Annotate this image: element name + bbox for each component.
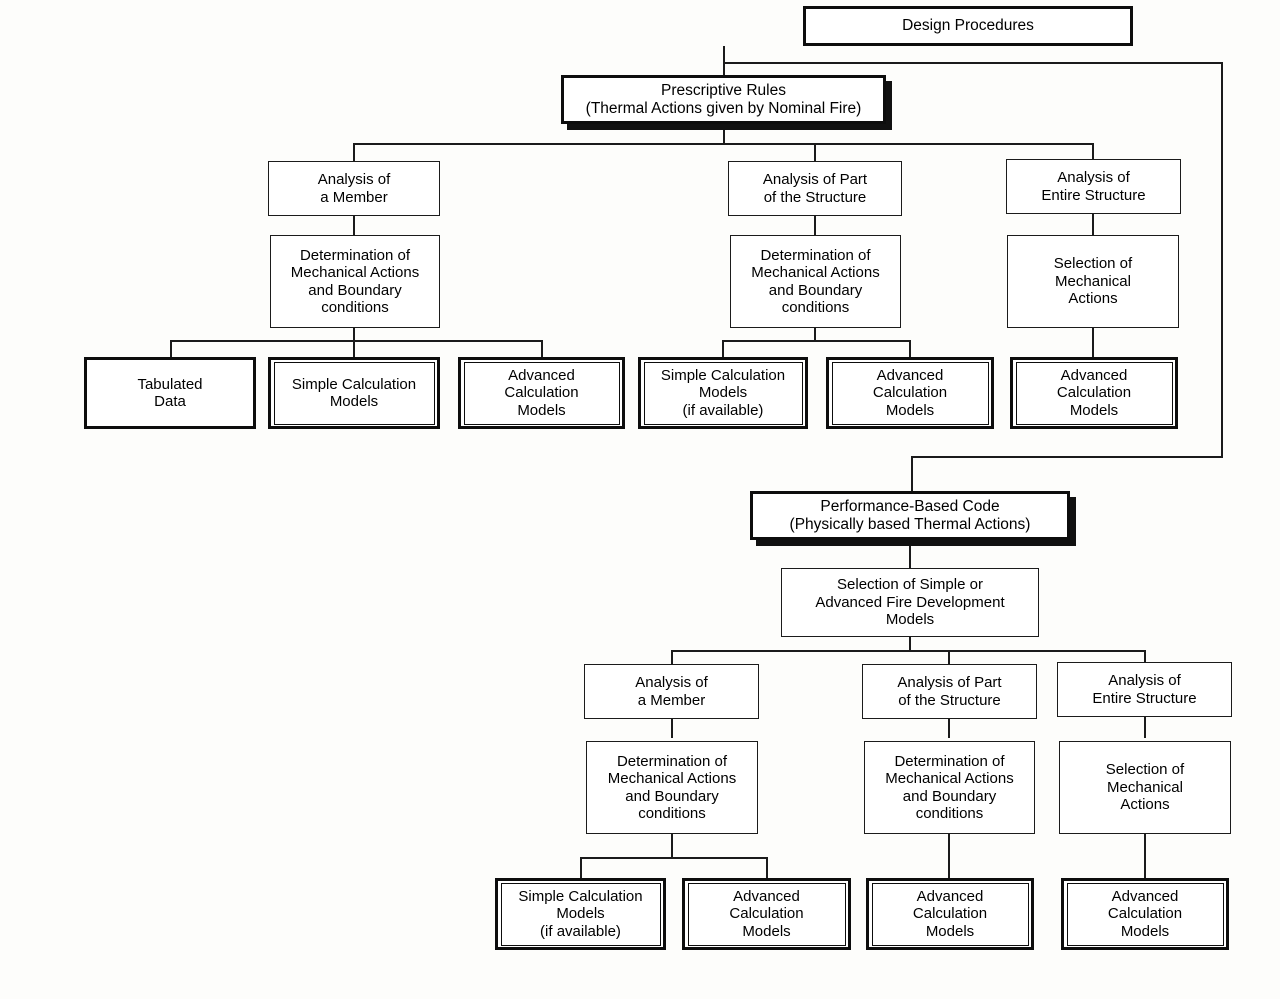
connector-p2-determination-method [948, 834, 950, 878]
connector-root-right-riser [1221, 62, 1223, 457]
connector-root-stub [723, 46, 725, 63]
node-performance-selection-models[interactable]: Selection of Simple or Advanced Fire Dev… [781, 568, 1039, 637]
connector-to-performance-banner [911, 456, 913, 491]
connector-p1-analysis-determination [671, 718, 673, 738]
connector-root-to-prescriptive [723, 62, 725, 76]
connector-p1-method2-drop [766, 857, 768, 878]
node-prescriptive-rules[interactable]: Prescriptive Rules (Thermal Actions give… [561, 75, 886, 124]
node-performance-analysis-part[interactable]: Analysis of Part of the Structure [862, 664, 1037, 719]
connector-b1-analysis-determination [353, 215, 355, 235]
connector-p3-determination-method [1144, 834, 1146, 878]
connector-p1-determination-stub [671, 834, 673, 858]
connector-b1-method2-drop [353, 340, 355, 357]
node-prescriptive-determination-member[interactable]: Determination of Mechanical Actions and … [270, 235, 440, 328]
node-label: Advanced Calculation Models [1015, 361, 1173, 425]
node-performance-advanced-models-member[interactable]: Advanced Calculation Models [682, 878, 851, 950]
connector-prescriptive-branch-bus [353, 143, 1093, 145]
connector-p1-methods-bus [580, 857, 767, 859]
node-performance-determination-member[interactable]: Determination of Mechanical Actions and … [586, 741, 758, 834]
node-label: Advanced Calculation Models [831, 361, 989, 425]
connector-performance-bus [911, 456, 1223, 458]
node-label: Simple Calculation Models [273, 361, 435, 425]
connector-b1-method3-drop [541, 340, 543, 357]
node-prescriptive-tabulated-data[interactable]: Tabulated Data [84, 357, 256, 429]
connector-b1-determination-stub [353, 327, 355, 341]
connector-b2-methods-bus [722, 340, 910, 342]
node-prescriptive-advanced-models-part[interactable]: Advanced Calculation Models [826, 357, 994, 429]
connector-b2-analysis-determination [814, 215, 816, 235]
connector-branch1-drop [353, 143, 355, 162]
node-prescriptive-selection-entire[interactable]: Selection of Mechanical Actions [1007, 235, 1179, 328]
connector-p1-method1-drop [580, 857, 582, 878]
connector-branch2-drop [814, 143, 816, 162]
node-performance-simple-models-member[interactable]: Simple Calculation Models (if available) [495, 878, 666, 950]
connector-b2-determination-stub [814, 327, 816, 341]
node-prescriptive-determination-part[interactable]: Determination of Mechanical Actions and … [730, 235, 901, 328]
node-prescriptive-advanced-models-member[interactable]: Advanced Calculation Models [458, 357, 625, 429]
connector-performance-banner-stub [909, 540, 911, 568]
node-prescriptive-analysis-part[interactable]: Analysis of Part of the Structure [728, 161, 902, 216]
node-label: Advanced Calculation Models [1066, 882, 1224, 946]
node-performance-analysis-entire[interactable]: Analysis of Entire Structure [1057, 662, 1232, 717]
node-prescriptive-analysis-entire[interactable]: Analysis of Entire Structure [1006, 159, 1181, 214]
node-label: Simple Calculation Models (if available) [500, 882, 661, 946]
node-label: Advanced Calculation Models [463, 361, 620, 425]
connector-performance-branch-bus [671, 650, 1145, 652]
node-label: Advanced Calculation Models [871, 882, 1029, 946]
connector-p-branch3-drop [1144, 650, 1146, 665]
connector-b2-method2-drop [909, 340, 911, 357]
node-performance-advanced-models-part[interactable]: Advanced Calculation Models [866, 878, 1034, 950]
connector-selection-stub [909, 637, 911, 651]
connector-b3-determination-method [1092, 327, 1094, 357]
node-performance-analysis-member[interactable]: Analysis of a Member [584, 664, 759, 719]
connector-p-branch2-drop [948, 650, 950, 665]
connector-p-branch1-drop [671, 650, 673, 665]
connector-branch3-drop [1092, 143, 1094, 162]
connector-p3-analysis-determination [1144, 716, 1146, 738]
node-performance-selection-entire[interactable]: Selection of Mechanical Actions [1059, 741, 1231, 834]
node-label: Advanced Calculation Models [687, 882, 846, 946]
connector-prescriptive-stub [723, 123, 725, 144]
node-prescriptive-analysis-member[interactable]: Analysis of a Member [268, 161, 440, 216]
node-performance-advanced-models-entire[interactable]: Advanced Calculation Models [1061, 878, 1229, 950]
node-prescriptive-advanced-models-entire[interactable]: Advanced Calculation Models [1010, 357, 1178, 429]
node-performance-determination-part[interactable]: Determination of Mechanical Actions and … [864, 741, 1035, 834]
node-prescriptive-simple-models-member[interactable]: Simple Calculation Models [268, 357, 440, 429]
connector-p2-analysis-determination [948, 718, 950, 738]
node-label: Simple Calculation Models (if available) [643, 361, 803, 425]
connector-b2-method1-drop [722, 340, 724, 357]
connector-b3-analysis-determination [1092, 213, 1094, 235]
connector-b1-method1-drop [170, 340, 172, 357]
node-prescriptive-simple-models-part[interactable]: Simple Calculation Models (if available) [638, 357, 808, 429]
node-design-procedures[interactable]: Design Procedures [803, 6, 1133, 46]
connector-root-bus [723, 62, 1223, 64]
node-performance-based-code[interactable]: Performance-Based Code (Physically based… [750, 491, 1070, 540]
connector-b1-methods-bus [170, 340, 542, 342]
